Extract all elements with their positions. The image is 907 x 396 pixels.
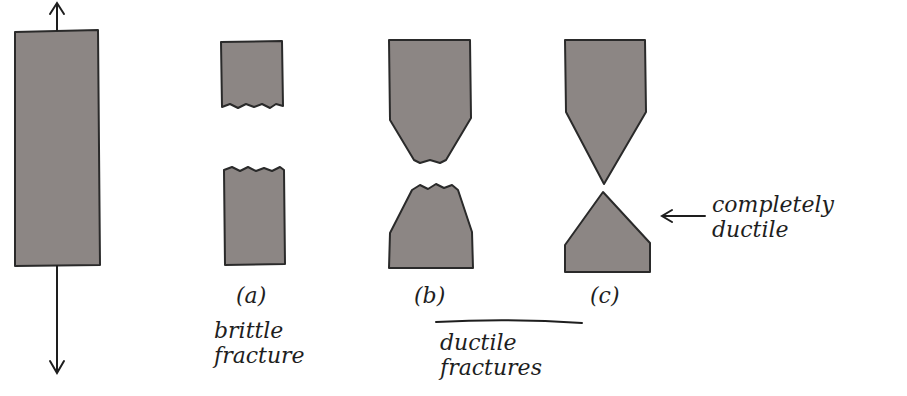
cone-upper-piece — [565, 40, 646, 184]
load-arrow-down — [50, 266, 64, 373]
callout-letter: (a) — [236, 283, 296, 308]
cone-lower-piece — [565, 192, 650, 272]
tensile-specimen — [15, 30, 100, 266]
brittle-lower-piece — [224, 167, 285, 265]
load-arrow-up — [50, 3, 64, 30]
callout-letter: (b) — [414, 283, 474, 308]
fracture-type-label: ductile fractures — [440, 330, 570, 381]
callout-letter: (c) — [590, 283, 650, 308]
group-bracket — [436, 320, 582, 323]
leader-arrow — [662, 210, 705, 222]
brittle-upper-piece — [221, 41, 283, 108]
fracture-type-label: brittle fracture — [214, 318, 344, 369]
ductile-lower-piece — [389, 184, 473, 268]
callout-label: completely ductile — [712, 192, 902, 243]
ductile-upper-piece — [389, 40, 471, 163]
